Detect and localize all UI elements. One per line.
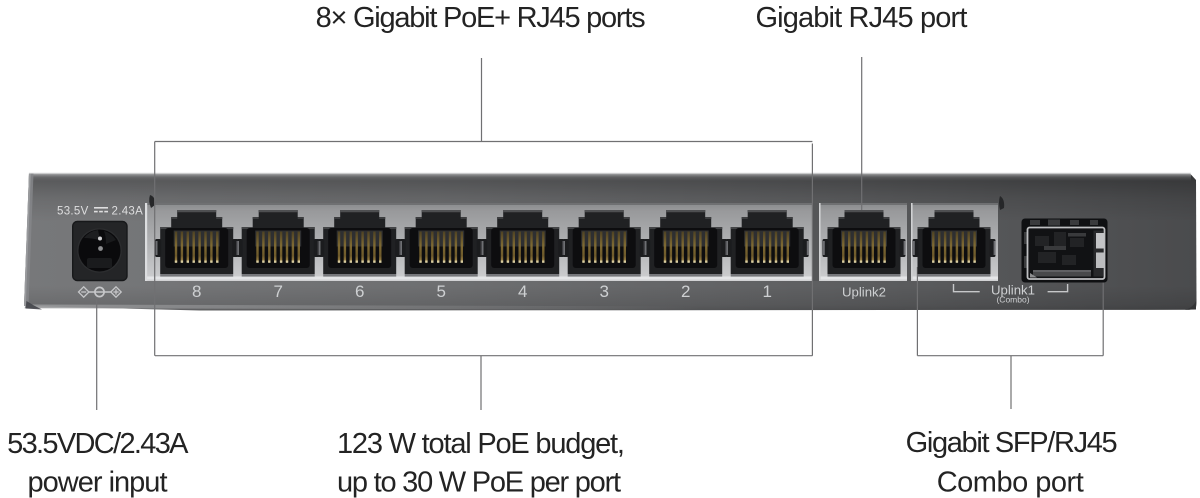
svg-text:4: 4 bbox=[518, 282, 527, 301]
svg-text:power input: power input bbox=[27, 467, 167, 498]
svg-text:2.43A: 2.43A bbox=[112, 206, 144, 218]
svg-text:123 W total PoE budget,: 123 W total PoE budget, bbox=[337, 428, 624, 460]
svg-text:5: 5 bbox=[436, 282, 445, 301]
svg-text:Gigabit SFP/RJ45: Gigabit SFP/RJ45 bbox=[906, 427, 1117, 459]
svg-text:Uplink1: Uplink1 bbox=[991, 283, 1035, 298]
svg-text:(Combo): (Combo) bbox=[996, 295, 1029, 305]
svg-text:6: 6 bbox=[355, 282, 364, 301]
svg-text:53.5V: 53.5V bbox=[57, 206, 89, 218]
svg-text:8: 8 bbox=[192, 282, 201, 301]
svg-text:53.5VDC/2.43A: 53.5VDC/2.43A bbox=[7, 428, 189, 460]
svg-text:up to 30 W PoE per port: up to 30 W PoE per port bbox=[337, 467, 621, 498]
svg-text:2: 2 bbox=[681, 282, 690, 301]
svg-text:Gigabit RJ45 port: Gigabit RJ45 port bbox=[755, 2, 967, 34]
svg-text:Combo port: Combo port bbox=[937, 467, 1084, 498]
svg-text:7: 7 bbox=[273, 282, 282, 301]
svg-text:1: 1 bbox=[762, 282, 771, 301]
svg-text:3: 3 bbox=[599, 282, 608, 301]
svg-text:Uplink2: Uplink2 bbox=[842, 285, 886, 300]
svg-text:8× Gigabit PoE+ RJ45 ports: 8× Gigabit PoE+ RJ45 ports bbox=[316, 2, 646, 34]
